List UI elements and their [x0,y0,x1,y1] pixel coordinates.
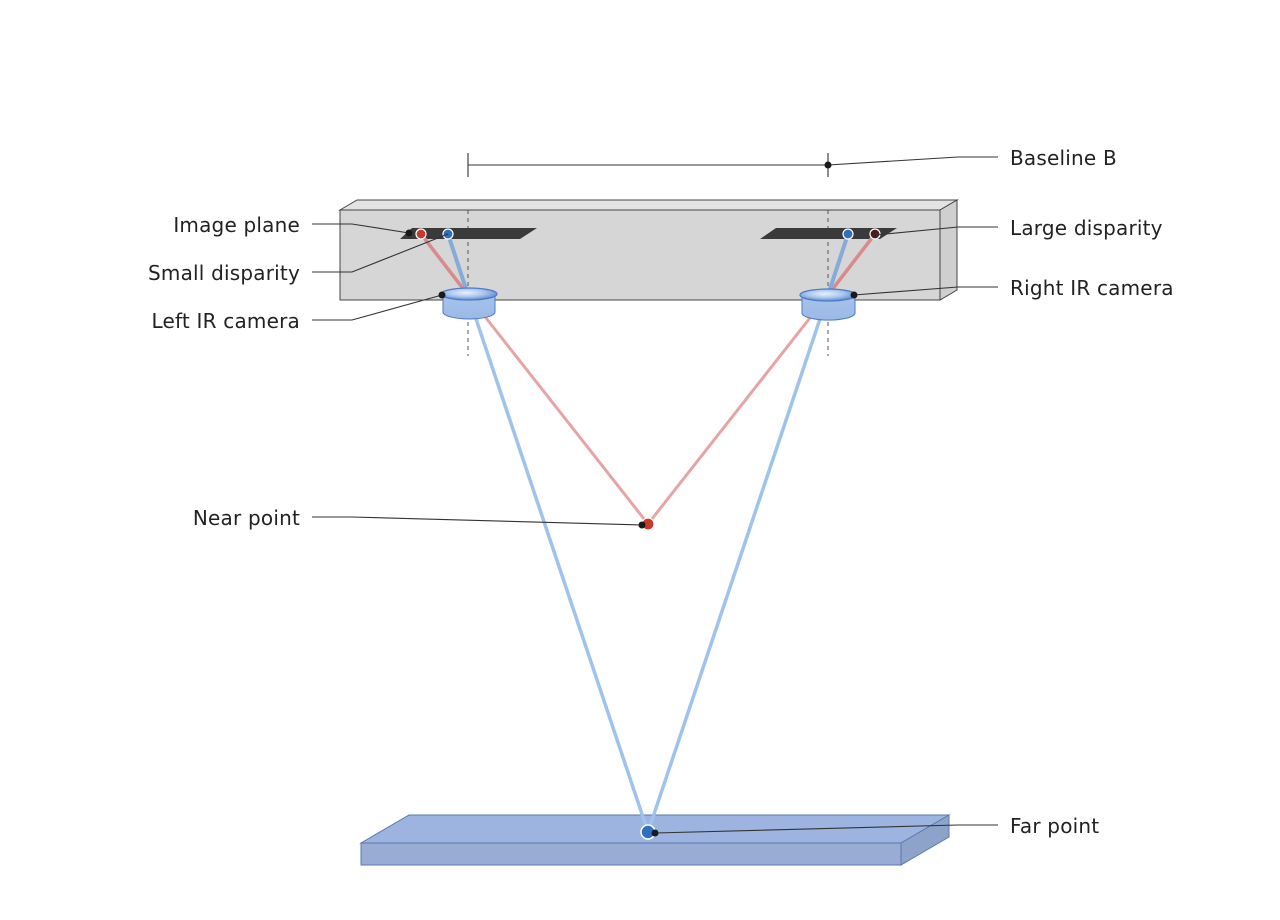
near-point-rays [419,232,877,525]
far-point-label: Far point [1010,814,1099,838]
right-far-projection [842,228,854,240]
camera-housing [338,199,959,301]
baseline-dimension [467,153,829,177]
far-point-rays [446,233,850,833]
far-surface [359,814,951,866]
left-ir-camera [440,287,498,320]
right-camera-label: Right IR camera [1010,276,1174,300]
left-image-plane [400,228,537,239]
large-disparity-label: Large disparity [1010,216,1163,240]
image-plane-label: Image plane [173,213,300,237]
left-near-projection [415,228,427,240]
small-disparity-label: Small disparity [148,261,300,285]
leader-dots [405,161,858,837]
baseline-label: Baseline B [1010,146,1117,170]
leader-lines [312,156,998,834]
right-near-projection [869,228,881,240]
near-point-label: Near point [193,506,300,530]
right-image-plane [760,228,897,239]
right-ir-camera [799,288,857,321]
left-camera-label: Left IR camera [152,309,300,333]
